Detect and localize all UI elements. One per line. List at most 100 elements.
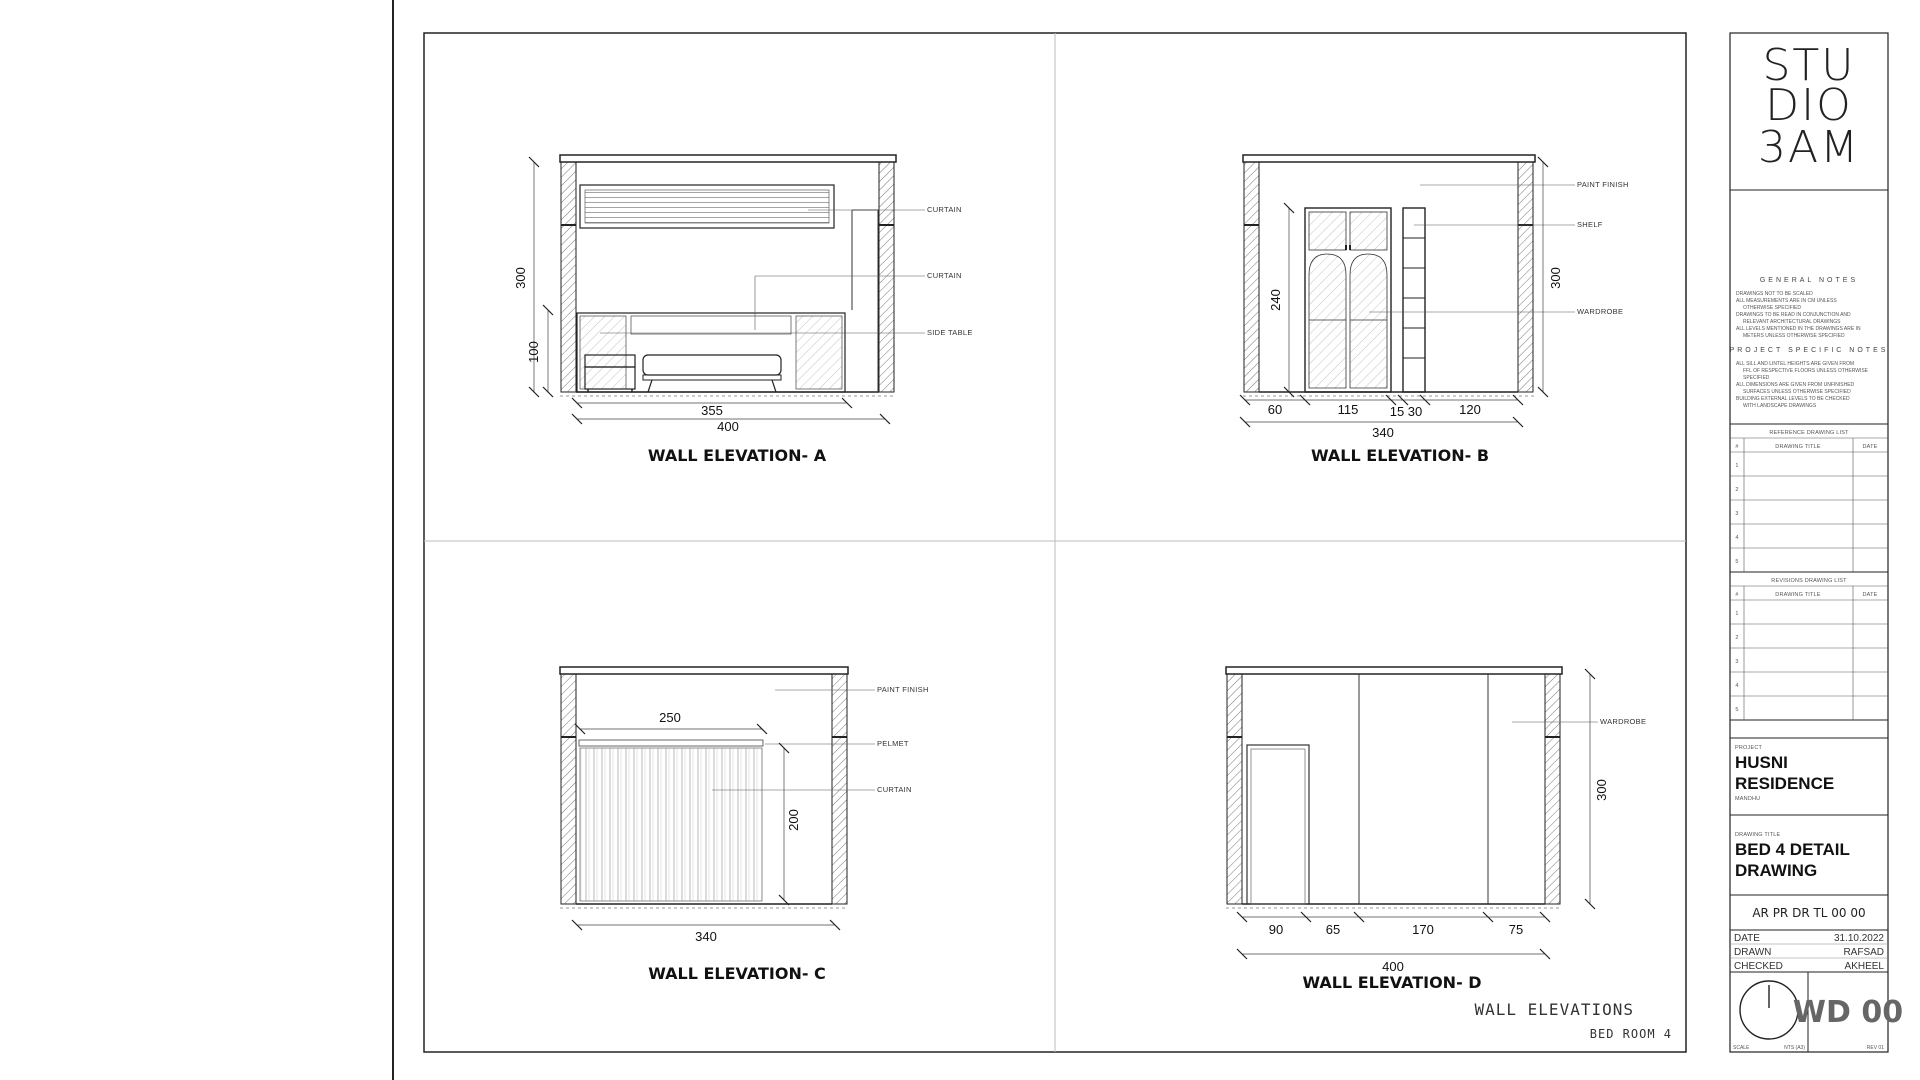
drawing-title-label: DRAWING TITLE: [1735, 832, 1781, 838]
drawing-title-line-1: BED 4 DETAIL: [1735, 840, 1850, 859]
drawing-title-line-2: DRAWING: [1735, 861, 1817, 880]
title-block: [1729, 32, 1889, 1053]
checked-label: CHECKED: [1734, 961, 1783, 972]
svg-text:SURFACES UNLESS OTHERWISE SPEC: SURFACES UNLESS OTHERWISE SPECIFIED: [1743, 389, 1851, 395]
elev-d-dim-seg2: 65: [1326, 922, 1340, 937]
revisions-col-date: DATE: [1862, 592, 1877, 598]
revision-label: REV 01: [1867, 1045, 1884, 1051]
reference-col-date: DATE: [1862, 444, 1877, 450]
svg-text:WITH LANDSCAPE DRAWINGS: WITH LANDSCAPE DRAWINGS: [1743, 403, 1817, 409]
svg-text:RELEVANT ARCHITECTURAL DRAWING: RELEVANT ARCHITECTURAL DRAWINGS: [1743, 319, 1841, 325]
elev-c-dim-width-total: 340: [695, 929, 717, 944]
elev-b-dim-seg4: 30: [1408, 404, 1422, 419]
checked-value: AKHEEL: [1845, 961, 1885, 972]
wall-elevation-b: [1239, 154, 1575, 428]
svg-text:ALL SILL AND LINTEL HEIGHTS AR: ALL SILL AND LINTEL HEIGHTS ARE GIVEN FR…: [1736, 361, 1854, 367]
project-name-line-2: RESIDENCE: [1735, 774, 1834, 793]
svg-text:BUILDING EXTERNAL LEVELS TO BE: BUILDING EXTERNAL LEVELS TO BE CHECKED: [1736, 396, 1850, 402]
elev-d-title: WALL ELEVATION- D: [1302, 973, 1481, 992]
reference-col-title: DRAWING TITLE: [1775, 444, 1821, 450]
elev-c-label-paint-finish: PAINT FINISH: [877, 685, 929, 694]
svg-text:SPECIFIED: SPECIFIED: [1743, 375, 1770, 381]
elev-c-title: WALL ELEVATION- C: [648, 964, 826, 983]
general-notes-list: DRAWINGS NOT TO BE SCALED ALL MEASUREMEN…: [1736, 291, 1861, 339]
revisions-row-2: 2: [1735, 635, 1738, 641]
svg-text:OTHERWISE SPECIFIED: OTHERWISE SPECIFIED: [1743, 305, 1801, 311]
scale-label: SCALE: [1733, 1045, 1750, 1051]
elev-d-dim-height-total: 300: [1594, 779, 1609, 801]
elev-a-dim-width-inner: 355: [701, 403, 723, 418]
elev-a-label-curtain-top: CURTAIN: [927, 205, 962, 214]
elev-d-dim-seg4: 75: [1509, 922, 1523, 937]
reference-row-1: 1: [1735, 463, 1738, 469]
date-label: DATE: [1734, 933, 1760, 944]
sheet-number: WD 00: [1793, 995, 1903, 1030]
sheet-edge-line: [392, 0, 394, 1080]
wall-elevation-c: [559, 666, 875, 931]
elev-a-title: WALL ELEVATION- A: [648, 446, 827, 465]
project-location: MANDHU: [1735, 796, 1760, 802]
reference-row-4: 4: [1735, 535, 1738, 541]
date-value: 31.10.2022: [1834, 933, 1884, 944]
drawn-label: DRAWN: [1734, 947, 1771, 958]
revisions-row-1: 1: [1735, 611, 1738, 617]
project-notes-list: ALL SILL AND LINTEL HEIGHTS ARE GIVEN FR…: [1736, 361, 1869, 409]
reference-row-3: 3: [1735, 511, 1738, 517]
elev-c-label-pelmet: PELMET: [877, 739, 909, 748]
svg-text:METERS UNLESS OTHERWISE SPECIF: METERS UNLESS OTHERWISE SPECIFIED: [1743, 333, 1845, 339]
revisions-row-4: 4: [1735, 683, 1738, 689]
elev-c-label-curtain: CURTAIN: [877, 785, 912, 794]
elev-a-dim-width-total: 400: [717, 419, 739, 434]
revisions-col-no: #: [1735, 592, 1739, 598]
svg-text:ALL DIMENSIONS ARE GIVEN FROM: ALL DIMENSIONS ARE GIVEN FROM UNFINISHED: [1736, 382, 1855, 388]
revisions-list-heading: REVISIONS DRAWING LIST: [1771, 578, 1847, 584]
drawing-code: AR PR DR TL 00 00: [1752, 906, 1865, 920]
elev-d-dim-width-total: 400: [1382, 959, 1404, 974]
svg-text:ALL MEASUREMENTS ARE IN CM UNL: ALL MEASUREMENTS ARE IN CM UNLESS: [1736, 298, 1837, 304]
elev-b-dim-height-wardrobe: 240: [1268, 289, 1283, 311]
svg-text:DRAWINGS TO BE READ IN CONJUNC: DRAWINGS TO BE READ IN CONJUNCTION AND: [1736, 312, 1851, 318]
reference-list-heading: REFERENCE DRAWING LIST: [1769, 430, 1849, 436]
elev-b-dim-seg5: 120: [1459, 402, 1481, 417]
studio-logo-line-2: DIO: [1765, 80, 1853, 131]
elev-b-dim-seg2: 115: [1338, 402, 1359, 417]
elev-b-dim-seg1: 60: [1268, 402, 1282, 417]
studio-logo-line-1: STU: [1762, 40, 1855, 91]
project-notes-heading: PROJECT SPECIFIC NOTES: [1730, 347, 1889, 354]
project-name-line-1: HUSNI: [1735, 753, 1788, 772]
revisions-row-5: 5: [1735, 707, 1738, 713]
sheet-subtitle: BED ROOM 4: [1590, 1027, 1672, 1041]
wall-elevation-d: [1225, 666, 1598, 960]
svg-text:DRAWINGS NOT TO BE SCALED: DRAWINGS NOT TO BE SCALED: [1736, 291, 1813, 297]
elev-b-title: WALL ELEVATION- B: [1311, 446, 1489, 465]
studio-logo-line-3: 3AM: [1758, 122, 1860, 173]
reference-row-5: 5: [1735, 559, 1738, 565]
wall-elevation-a: [528, 154, 925, 425]
revisions-col-title: DRAWING TITLE: [1775, 592, 1821, 598]
elev-b-label-shelf: SHELF: [1577, 220, 1603, 229]
svg-text:FFL OF RESPECTIVE FLOORS UNLES: FFL OF RESPECTIVE FLOORS UNLESS OTHERWIS…: [1743, 368, 1869, 374]
elev-a-dim-height-lower: 100: [526, 341, 541, 363]
reference-col-no: #: [1735, 444, 1739, 450]
elev-d-dim-seg3: 170: [1412, 922, 1434, 937]
scale-value: NTS (A3): [1784, 1045, 1805, 1051]
drawn-value: RAFSAD: [1843, 947, 1884, 958]
elev-d-label-wardrobe: WARDROBE: [1600, 717, 1646, 726]
elev-b-label-wardrobe: WARDROBE: [1577, 307, 1623, 316]
svg-text:ALL LEVELS MENTIONED IN THE DR: ALL LEVELS MENTIONED IN THE DRAWINGS ARE…: [1736, 326, 1861, 332]
elev-b-dim-seg3: 15: [1390, 404, 1404, 419]
general-notes-heading: GENERAL NOTES: [1760, 277, 1858, 284]
revisions-row-3: 3: [1735, 659, 1738, 665]
elev-b-dim-width-total: 340: [1372, 425, 1394, 440]
elev-c-dim-curtain-width: 250: [659, 710, 681, 725]
elev-c-dim-curtain-height: 200: [786, 809, 801, 831]
reference-row-2: 2: [1735, 487, 1738, 493]
elev-a-label-curtain-mid: CURTAIN: [927, 271, 962, 280]
elev-b-label-paint-finish: PAINT FINISH: [1577, 180, 1629, 189]
project-label: PROJECT: [1735, 745, 1763, 751]
elev-a-label-side-table: SIDE TABLE: [927, 328, 973, 337]
elev-a-dim-height-total: 300: [513, 267, 528, 289]
elev-d-dim-seg1: 90: [1269, 922, 1283, 937]
sheet-title: WALL ELEVATIONS: [1475, 1000, 1635, 1019]
